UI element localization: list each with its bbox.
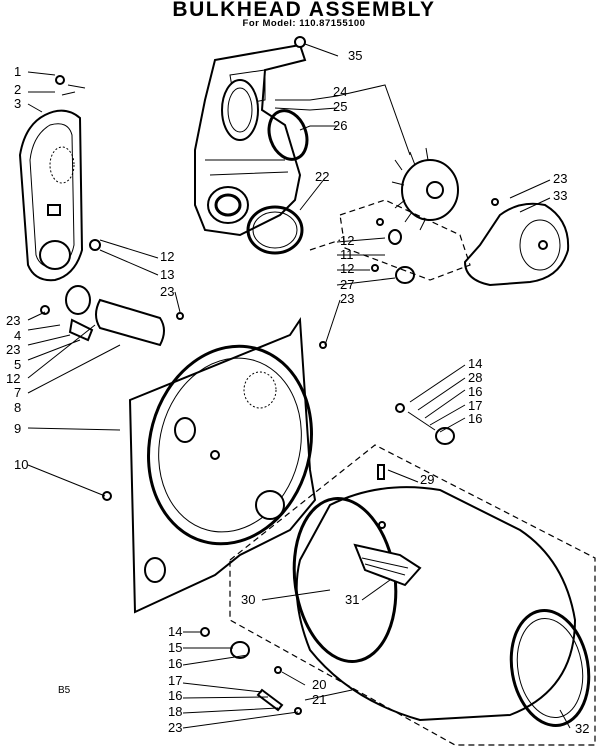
callout-27: 27 <box>340 277 354 292</box>
front-bearing <box>200 627 302 715</box>
duct-bracket <box>194 43 307 237</box>
callout-12-b: 12 <box>340 261 354 276</box>
blower-housing <box>371 198 570 287</box>
callout-1: 1 <box>14 64 21 79</box>
callout-12-a: 12 <box>340 233 354 248</box>
callout-25: 25 <box>333 99 347 114</box>
heater-assembly <box>40 239 184 347</box>
page-title: BULKHEAD ASSEMBLY <box>172 0 436 21</box>
bulkhead-panel <box>102 316 327 614</box>
callout-11: 11 <box>340 247 354 262</box>
model-subtitle: For Model: 110.87155100 <box>242 18 366 29</box>
dashed-outlines <box>229 199 596 746</box>
callout-3: 3 <box>14 96 21 111</box>
callout-16-b: 16 <box>468 411 482 426</box>
drum <box>292 464 591 727</box>
callout-10: 10 <box>14 457 28 472</box>
callout-8: 8 <box>14 400 21 415</box>
callout-15: 15 <box>168 640 182 655</box>
callout-24: 24 <box>333 84 347 99</box>
callout-31: 31 <box>345 592 359 607</box>
callout-labels: 1 2 3 35 24 25 26 22 23 33 12 11 12 27 2… <box>6 48 589 736</box>
callout-9: 9 <box>14 421 21 436</box>
callout-22: 22 <box>315 169 329 184</box>
callout-16-a: 16 <box>468 384 482 399</box>
callout-23-f: 23 <box>168 720 182 735</box>
drum-seal-ring <box>246 205 304 255</box>
callout-28: 28 <box>468 370 482 385</box>
callout-23-d: 23 <box>6 313 20 328</box>
callout-33: 33 <box>553 188 567 203</box>
callout-23-b: 23 <box>340 291 354 306</box>
callout-30: 30 <box>241 592 255 607</box>
callout-2: 2 <box>14 82 21 97</box>
callout-17-b: 17 <box>168 673 182 688</box>
blower-wheel <box>391 147 459 231</box>
callout-29: 29 <box>420 472 434 487</box>
callout-32: 32 <box>575 721 589 736</box>
footer-code: B5 <box>58 685 71 696</box>
callout-5: 5 <box>14 357 21 372</box>
callout-7: 7 <box>14 385 21 400</box>
callout-23-a: 23 <box>553 171 567 186</box>
callout-16-c: 16 <box>168 656 182 671</box>
callout-13: 13 <box>160 267 174 282</box>
callout-18: 18 <box>168 704 182 719</box>
callout-23-e: 23 <box>6 342 20 357</box>
callout-20: 20 <box>312 677 326 692</box>
callout-35: 35 <box>348 48 362 63</box>
rear-bearing <box>395 403 455 445</box>
callout-14-a: 14 <box>468 356 482 371</box>
callout-14-b: 14 <box>168 624 182 639</box>
exhaust-duct <box>18 75 86 282</box>
callout-4: 4 <box>14 328 21 343</box>
callout-12-d: 12 <box>6 371 20 386</box>
callout-26: 26 <box>333 118 347 133</box>
nut-35 <box>294 36 306 48</box>
leader-lines <box>27 43 571 729</box>
callout-21: 21 <box>312 692 326 707</box>
callout-17-a: 17 <box>468 398 482 413</box>
callout-23-c: 23 <box>160 284 174 299</box>
callout-12-c: 12 <box>160 249 174 264</box>
duct-gasket <box>267 109 309 161</box>
callout-16-d: 16 <box>168 688 182 703</box>
